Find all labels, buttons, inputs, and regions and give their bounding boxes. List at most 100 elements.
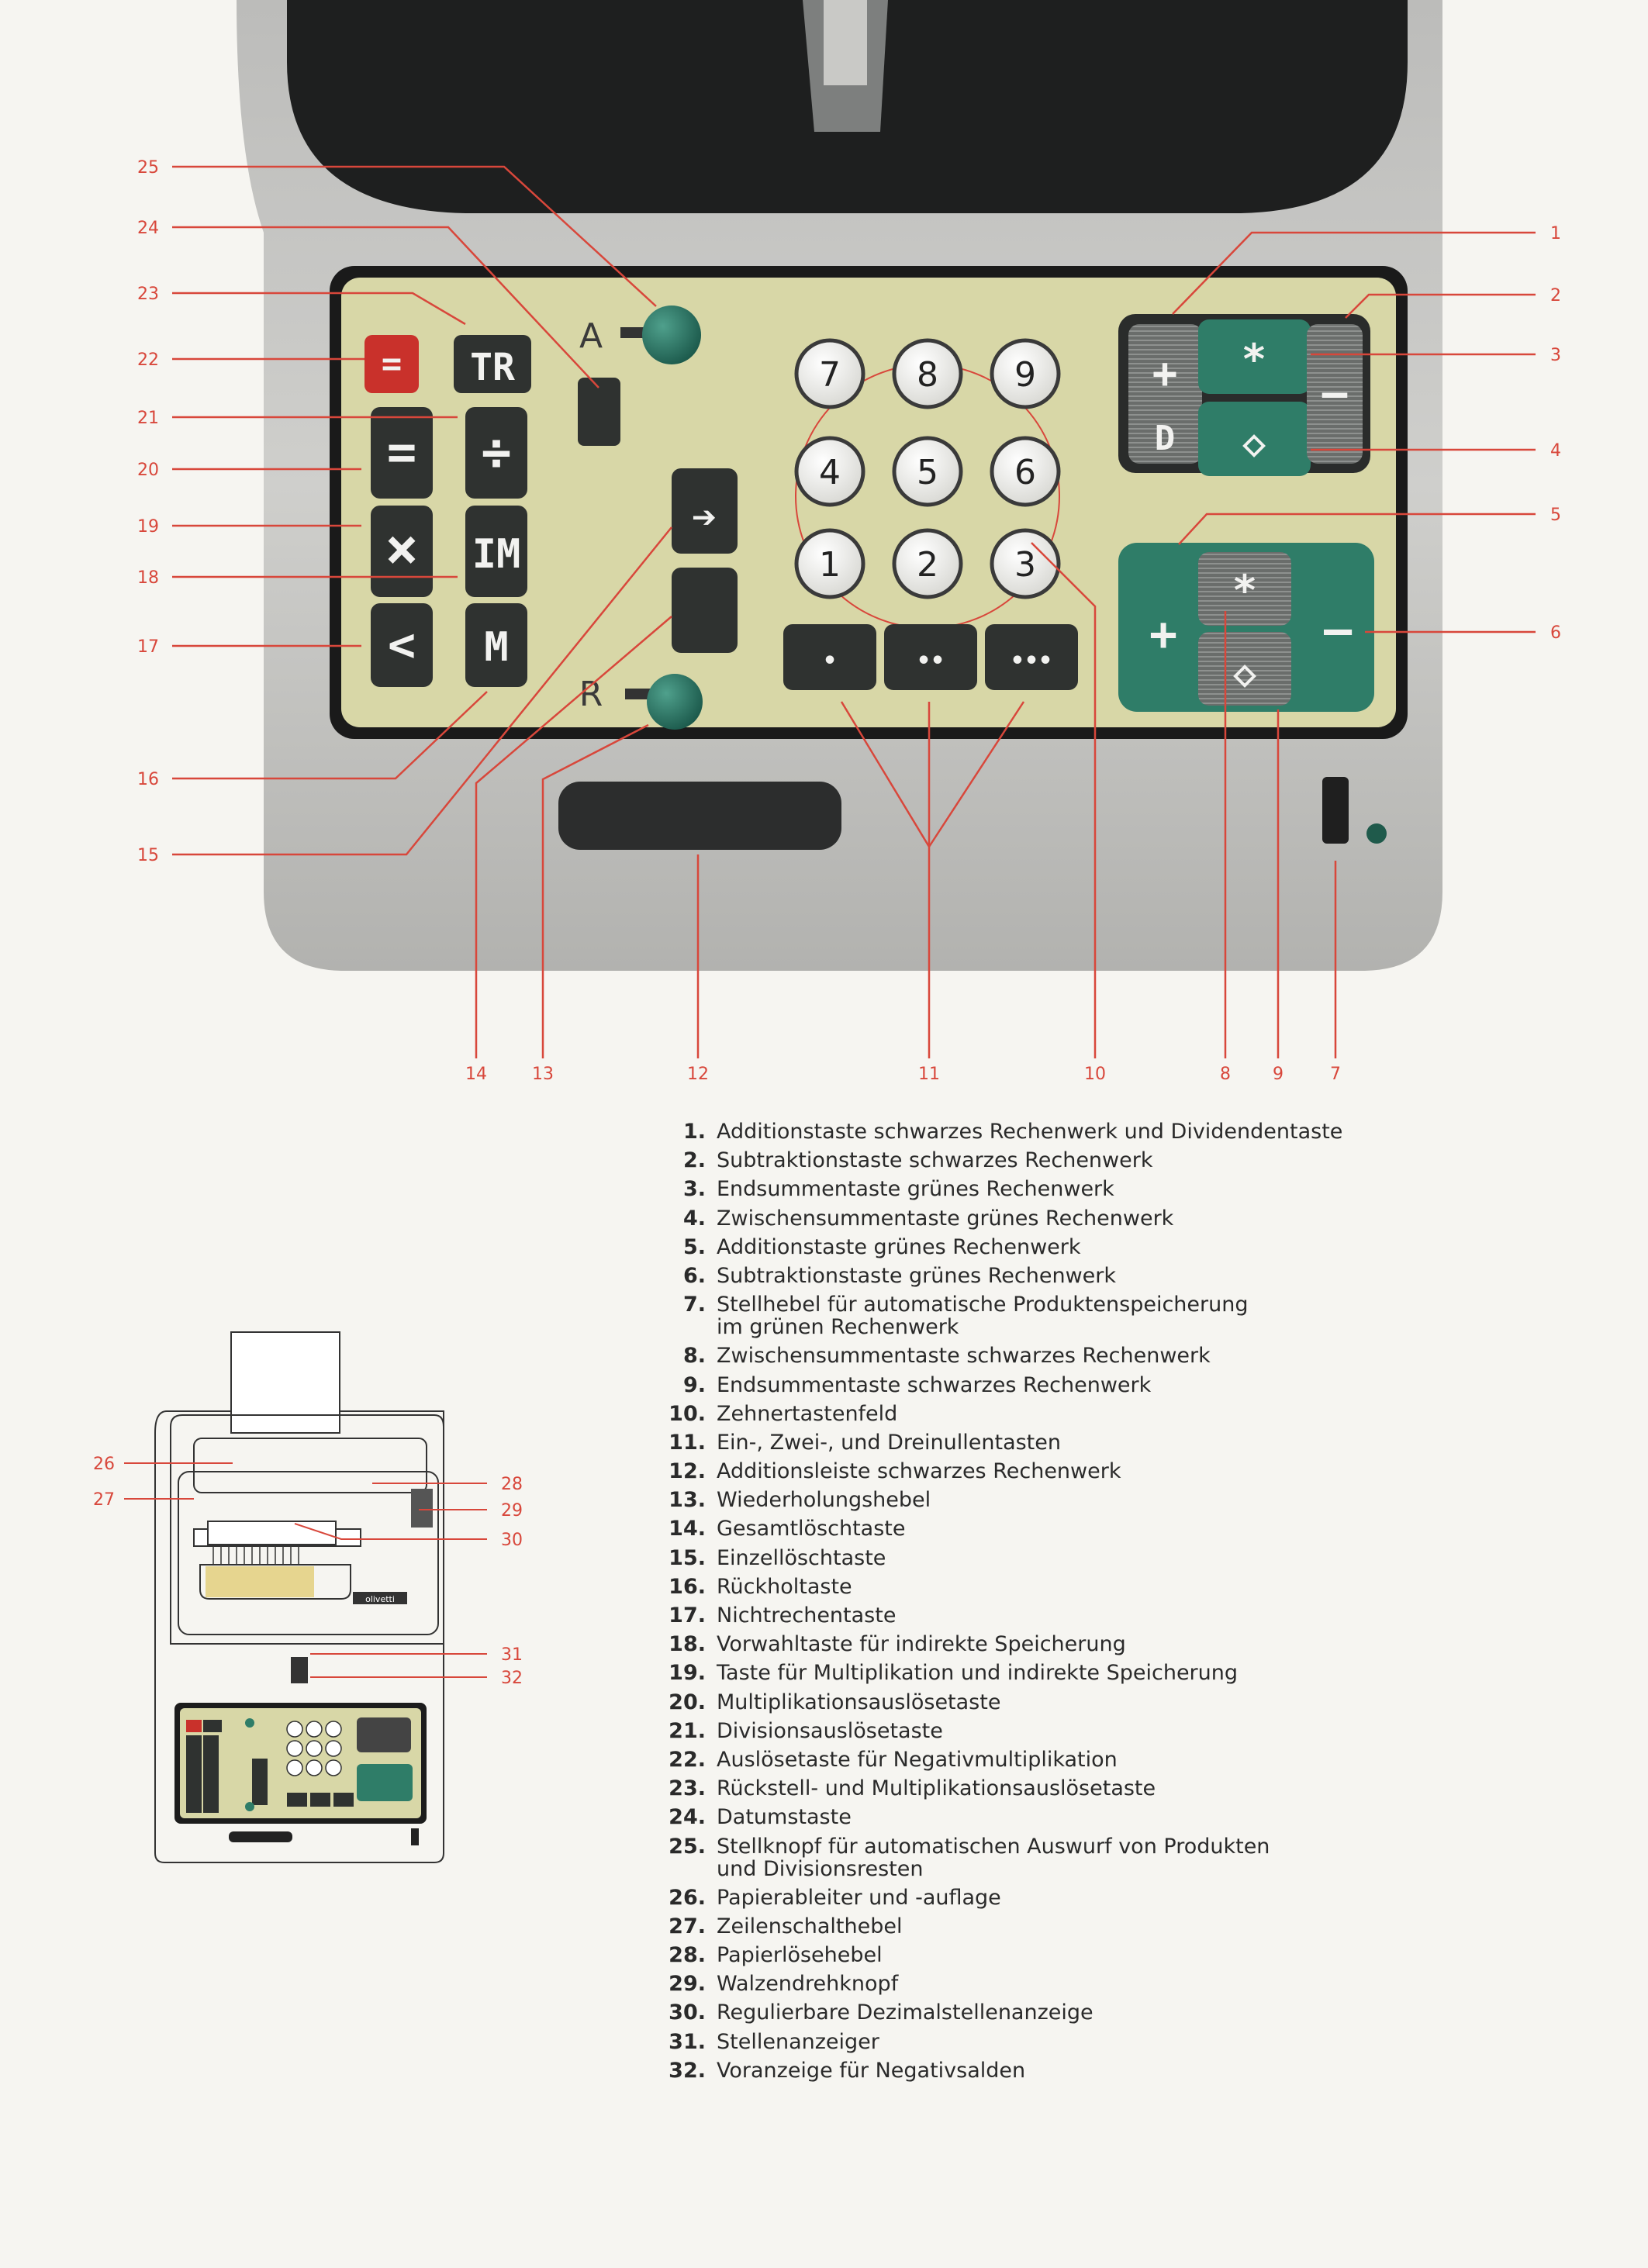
black-accumulator-keys: + D * ◇ – <box>1118 314 1370 476</box>
repeat-lever-knob[interactable] <box>647 674 703 730</box>
clear-entry-key[interactable] <box>672 568 738 653</box>
legend-text: Nichtrechentaste <box>717 1604 1612 1627</box>
digit-key-label: 3 <box>1014 545 1036 585</box>
legend-text: Auslösetaste für Negativmultiplikation <box>717 1748 1612 1771</box>
legend-number: 13. <box>669 1488 706 1513</box>
legend-item: 24.Datumstaste <box>650 1806 1612 1828</box>
legend-number: 12. <box>669 1459 706 1484</box>
equals-key[interactable] <box>371 407 433 499</box>
green-plus-minus-bar[interactable] <box>1118 543 1374 712</box>
legend-text: Additionsleiste schwarzes Rechenwerk <box>717 1460 1612 1483</box>
legend-text-line: Taste für Multiplikation und indirekte S… <box>717 1661 1239 1686</box>
digit-key-1[interactable] <box>794 528 865 599</box>
plus-d-key[interactable] <box>1128 324 1202 464</box>
legend-text: Gesamtlöschtaste <box>717 1517 1612 1540</box>
legend-text-line: Rückholtaste <box>717 1574 852 1599</box>
legend-number: 28. <box>669 1943 706 1968</box>
less-key[interactable] <box>371 603 433 687</box>
legend-item: 1.Additionstaste schwarzes Rechenwerk un… <box>650 1120 1612 1143</box>
legend-text: Multiplikationsauslösetaste <box>717 1691 1612 1714</box>
legend-text-line: Regulierbare Dezimalstellenanzeige <box>717 2000 1093 2025</box>
machine-overview-diagram: olivetti 26 27 28 29 30 31 32 <box>93 1331 523 1863</box>
legend-item: 17.Nichtrechentaste <box>650 1604 1612 1627</box>
legend-item: 13. Wiederholungshebel <box>650 1489 1612 1511</box>
legend-text-line: Stellknopf für automatischen Auswurf von… <box>717 1834 1270 1859</box>
digit-key-6[interactable] <box>990 436 1061 507</box>
im-key[interactable] <box>465 506 527 597</box>
digit-key-3[interactable] <box>990 528 1061 599</box>
addition-bar[interactable] <box>558 782 841 850</box>
negmult-key[interactable] <box>364 335 419 393</box>
tr-key[interactable] <box>454 335 531 393</box>
legend-item: 21. Divisionsauslösetaste <box>650 1720 1612 1742</box>
platen-knob <box>411 1489 433 1528</box>
legend-item: 30.Regulierbare Dezimalstellenanzeige <box>650 2001 1612 2024</box>
legend-text: Additionstaste grünes Rechenwerk <box>717 1236 1612 1258</box>
legend-item: 7.Stellhebel für automatische Produktens… <box>650 1293 1612 1338</box>
digit-key-label: 4 <box>819 453 841 492</box>
legend-text-line: Zehnertastenfeld <box>717 1401 898 1426</box>
legend-text: Stellenanzeiger <box>717 2031 1612 2053</box>
legend-number: 21. <box>669 1718 706 1743</box>
legend-text-line: Voranzeige für Negativsalden <box>717 2058 1026 2083</box>
m-key[interactable] <box>465 603 527 687</box>
legend-number: 22. <box>669 1747 706 1772</box>
green-total-key[interactable] <box>1198 319 1311 394</box>
callout-lines <box>172 165 1536 1058</box>
green-plus-key-label: + <box>1149 607 1177 661</box>
legend-text: Wiederholungshebel <box>717 1489 1612 1511</box>
legend-text-line: Divisionsauslösetaste <box>717 1718 943 1743</box>
small-callout-32: 32 <box>501 1669 523 1688</box>
digit-key-7[interactable] <box>794 338 865 409</box>
legend-item: 12. Additionsleiste schwarzes Rechenwerk <box>650 1460 1612 1483</box>
legend-text-line: im grünen Rechenwerk <box>717 1315 959 1340</box>
legend-number: 16. <box>669 1574 706 1599</box>
divide-key[interactable] <box>465 407 527 499</box>
green-subtotal-key[interactable] <box>1198 402 1311 476</box>
legend-text: Zwischensummentaste grünes Rechenwerk <box>717 1207 1612 1230</box>
times-key[interactable] <box>371 506 433 597</box>
black-subtotal-key[interactable] <box>1198 632 1291 706</box>
digit-key-4[interactable] <box>794 436 865 507</box>
legend-text-line: Ein-, Zwei-, und Dreinullentasten <box>717 1430 1061 1455</box>
legend-number: 31. <box>669 2029 706 2054</box>
legend-text-line: Datumstaste <box>717 1805 852 1830</box>
black-minus-key[interactable] <box>1307 324 1363 464</box>
legend-text: Stellhebel für automatische Produktenspe… <box>717 1293 1612 1338</box>
legend-text-line: Stellhebel für automatische Produktenspe… <box>717 1293 1249 1317</box>
legend-text: Walzendrehknopf <box>717 1973 1612 1995</box>
legend-text: Stellknopf für automatischen Auswurf von… <box>717 1835 1612 1880</box>
digit-key-5[interactable] <box>892 436 963 507</box>
callout-label: 15 <box>137 846 159 865</box>
legend-item: 15.Einzellöschtaste <box>650 1547 1612 1569</box>
zero-key-1[interactable] <box>783 624 876 690</box>
date-key[interactable] <box>578 378 620 446</box>
plus-d-key-bottom: D <box>1155 419 1176 458</box>
legend-number: 23. <box>669 1776 706 1801</box>
legend-text: Papierableiter und -auflage <box>717 1887 1612 1909</box>
zero-key-2[interactable] <box>884 624 977 690</box>
legend-text: Zehnertastenfeld <box>717 1403 1612 1425</box>
callout-label: 8 <box>1220 1065 1231 1084</box>
callout-label: 21 <box>137 409 159 428</box>
black-total-key-label: * <box>1232 566 1258 615</box>
small-callout-29: 29 <box>501 1501 523 1521</box>
product-storage-lever[interactable] <box>1322 777 1349 844</box>
legend-text: Divisionsauslösetaste <box>717 1720 1612 1742</box>
digit-key-9[interactable] <box>990 338 1061 409</box>
legend-text-line: Einzellöschtaste <box>717 1545 886 1570</box>
auto-eject-knob[interactable] <box>642 306 701 364</box>
callout-label: 20 <box>137 461 159 480</box>
legend-number: 18. <box>669 1632 706 1657</box>
digit-key-2[interactable] <box>892 528 963 599</box>
callout-label: 3 <box>1550 346 1561 365</box>
digit-key-label: 5 <box>917 453 938 492</box>
legend-number: 2. <box>682 1148 706 1173</box>
black-total-key[interactable] <box>1198 552 1291 626</box>
legend-text: Ein-, Zwei-, und Dreinullentasten <box>717 1431 1612 1454</box>
digit-key-8[interactable] <box>892 338 963 409</box>
repeat-key[interactable] <box>672 468 738 554</box>
legend-text: Zwischensummentaste schwarzes Rechenwerk <box>717 1345 1612 1367</box>
zero-key-3[interactable] <box>985 624 1078 690</box>
